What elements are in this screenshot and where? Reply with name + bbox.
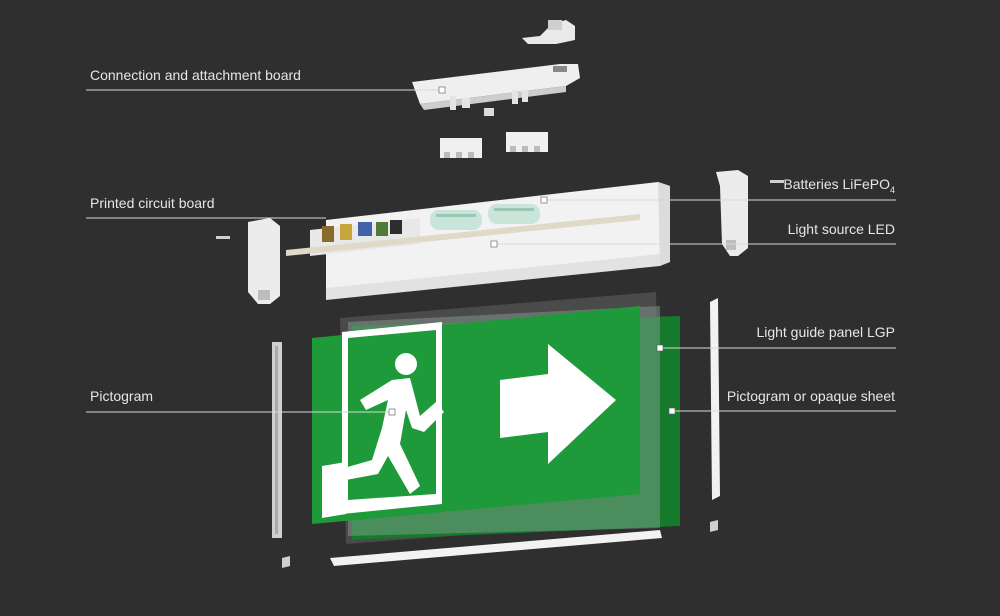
label-light-guide-panel: Light guide panel LGP <box>756 324 895 340</box>
label-batteries-sub: 4 <box>890 185 895 195</box>
label-pictogram-or-sheet: Pictogram or opaque sheet <box>727 388 895 404</box>
label-pictogram: Pictogram <box>90 388 153 404</box>
label-batteries-main: Batteries LiFePO <box>783 176 890 192</box>
label-printed-circuit-board: Printed circuit board <box>90 195 215 211</box>
label-light-source: Light source LED <box>788 221 895 237</box>
left-profile <box>272 342 282 538</box>
right-profile <box>710 298 720 500</box>
label-connection-board: Connection and attachment board <box>90 67 301 83</box>
label-batteries: Batteries LiFePO4 <box>783 176 895 198</box>
top-clip <box>522 20 575 44</box>
small-screw-left <box>216 236 230 239</box>
left-end-cap <box>248 218 280 304</box>
small-screw-right <box>770 180 784 183</box>
terminal-blocks <box>440 132 548 158</box>
right-end-cap <box>716 170 748 256</box>
